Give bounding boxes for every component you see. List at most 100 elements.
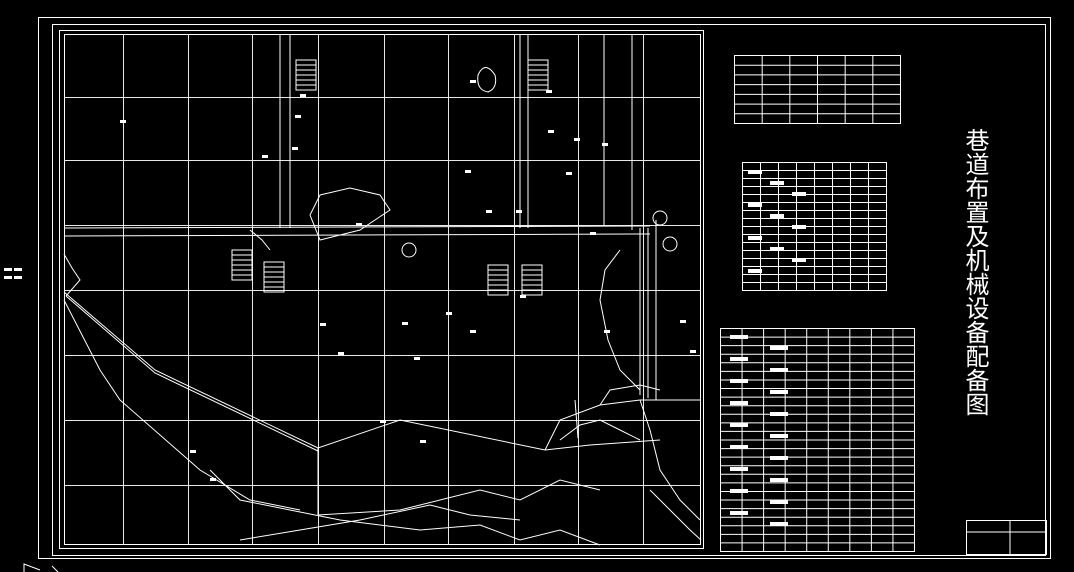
tunnel-line [477, 67, 497, 93]
label-mark [446, 312, 452, 315]
table-cell-text [770, 346, 788, 350]
shaft-symbol [295, 59, 317, 91]
table-cell-text [730, 401, 748, 405]
table-cell-text [770, 412, 788, 416]
label-mark [520, 295, 526, 298]
table-cell-text [730, 357, 748, 361]
tunnel-line [649, 489, 702, 541]
tunnel-line [574, 399, 579, 439]
tunnel-line [249, 229, 271, 251]
tunnel-line [599, 384, 661, 406]
title-block-table [966, 520, 1047, 555]
map-border-inner [64, 34, 701, 545]
legend-table [734, 55, 901, 124]
table-cell-text [730, 423, 748, 427]
sheet-marker-icon [4, 268, 22, 279]
shaft-symbol [487, 264, 509, 296]
table-cell-text [748, 170, 762, 174]
label-mark [420, 440, 426, 443]
label-mark [210, 478, 216, 481]
label-mark [262, 155, 268, 158]
label-mark [402, 322, 408, 325]
label-mark [680, 320, 686, 323]
label-mark [486, 210, 492, 213]
label-mark [470, 80, 476, 83]
map-border [59, 30, 704, 549]
tunnel-line [309, 187, 391, 241]
label-mark [356, 223, 362, 226]
table-cell-text [730, 511, 748, 515]
table-cell-text [730, 489, 748, 493]
tunnel-line [63, 299, 301, 511]
fan-symbol [662, 236, 678, 252]
table-cell-text [770, 478, 788, 482]
label-mark [602, 143, 608, 146]
drawing-title: 巷道布置及机械设备配备图 [961, 128, 989, 416]
label-mark [574, 138, 580, 141]
tunnel-line [559, 419, 641, 441]
table-cell-text [770, 181, 784, 185]
tunnel-line [63, 225, 651, 229]
tunnel-line [65, 295, 319, 452]
table-cell-text [770, 368, 788, 372]
table-cell-text [770, 214, 784, 218]
label-mark [380, 420, 386, 423]
shaft-symbol [231, 249, 253, 281]
equipment-table-small [742, 162, 887, 291]
label-mark [566, 172, 572, 175]
table-cell-text [770, 434, 788, 438]
label-mark [300, 94, 306, 97]
outer-frame [38, 17, 1051, 559]
label-mark [292, 147, 298, 150]
coordinate-axis-icon [23, 563, 59, 572]
label-mark [604, 330, 610, 333]
shaft-symbol [521, 264, 543, 296]
label-mark [590, 232, 596, 235]
table-cell-text [748, 236, 762, 240]
table-cell-text [770, 456, 788, 460]
label-mark [516, 210, 522, 213]
table-cell-text [730, 335, 748, 339]
tunnel-line [317, 448, 601, 516]
label-mark [338, 352, 344, 355]
tunnel-line [63, 253, 81, 297]
table-cell-text [730, 467, 748, 471]
shaft-symbol [263, 261, 285, 293]
label-mark [546, 90, 552, 93]
table-cell-text [770, 247, 784, 251]
tunnel-line [599, 249, 641, 391]
fan-symbol [401, 242, 417, 258]
tunnel-line [209, 469, 601, 546]
label-mark [465, 170, 471, 173]
table-cell-text [792, 258, 806, 262]
table-cell-text [770, 500, 788, 504]
table-cell-text [730, 445, 748, 449]
table-cell-text [770, 522, 788, 526]
coordinate-grid [64, 34, 701, 545]
table-cell-text [792, 225, 806, 229]
tunnel-line [63, 291, 661, 451]
label-mark [120, 120, 126, 123]
label-mark [548, 130, 554, 133]
shaft-symbol [527, 59, 549, 91]
table-cell-text [748, 203, 762, 207]
inner-frame [52, 24, 1046, 556]
label-mark [320, 323, 326, 326]
table-cell-text [792, 192, 806, 196]
label-mark [470, 330, 476, 333]
table-cell-text [770, 390, 788, 394]
mine-layout [63, 34, 702, 546]
equipment-tables [720, 55, 1047, 555]
label-mark [690, 350, 696, 353]
table-cell-text [748, 269, 762, 273]
tunnel-line [639, 399, 701, 521]
tunnel-line [239, 504, 521, 541]
label-mark [295, 115, 301, 118]
label-mark [414, 357, 420, 360]
sheet-frames [38, 17, 1051, 559]
tunnel-line [63, 233, 651, 237]
table-cell-text [730, 379, 748, 383]
label-mark [190, 450, 196, 453]
fan-symbol [652, 210, 668, 226]
